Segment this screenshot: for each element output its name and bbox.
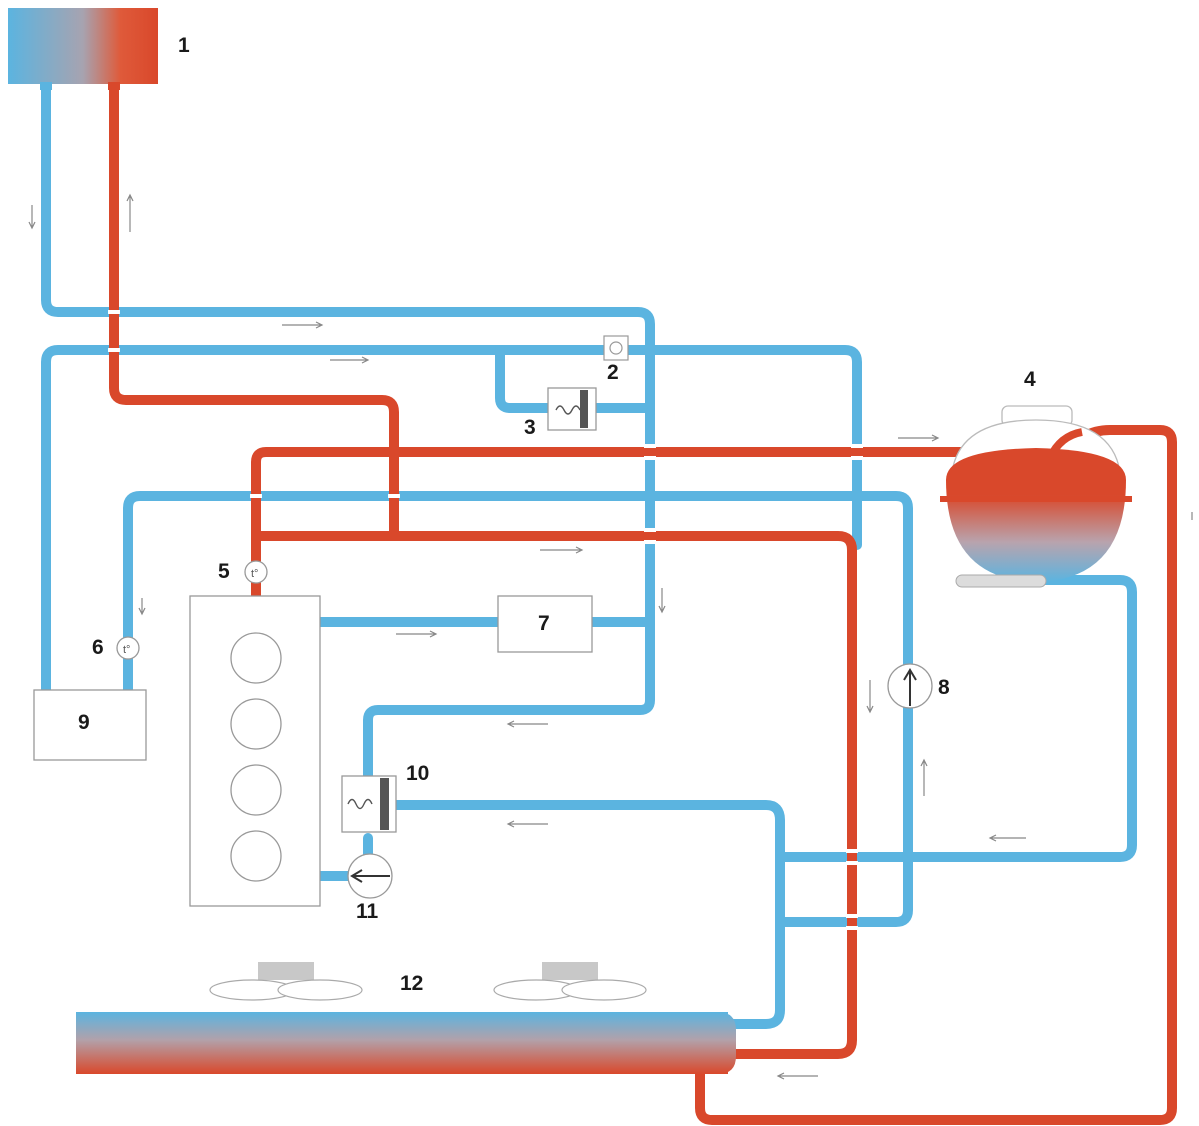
expansion-tank xyxy=(940,405,1132,588)
label-9: 9 xyxy=(78,711,90,734)
label-2: 2 xyxy=(607,361,619,384)
radiator-fans xyxy=(209,962,647,1001)
svg-text:t°: t° xyxy=(123,644,130,656)
label-10: 10 xyxy=(406,762,429,785)
svg-text:t°: t° xyxy=(251,568,258,580)
heater-core xyxy=(8,8,158,90)
label-5: 5 xyxy=(218,560,230,583)
label-6: 6 xyxy=(92,636,104,659)
check-valve xyxy=(603,335,629,361)
pipe-crossings xyxy=(108,310,914,930)
flow-arrows xyxy=(28,193,1193,1080)
label-11: 11 xyxy=(356,900,379,923)
unit-7 xyxy=(497,595,593,653)
electric-coolant-pump xyxy=(887,663,933,709)
label-7: 7 xyxy=(538,612,550,635)
radiator xyxy=(76,1012,736,1074)
mechanical-coolant-pump xyxy=(347,853,393,899)
label-8: 8 xyxy=(938,676,950,699)
coolant-pipes-hot xyxy=(109,80,1177,1125)
label-12: 12 xyxy=(400,972,423,995)
temperature-sensor-engine: t° xyxy=(244,560,268,584)
temperature-sensor-heater: t° xyxy=(116,636,140,660)
label-4: 4 xyxy=(1024,368,1036,391)
label-1: 1 xyxy=(178,34,190,57)
auxiliary-thermostat xyxy=(547,387,597,431)
unit-9 xyxy=(33,689,147,761)
engine-block xyxy=(189,595,321,907)
main-thermostat xyxy=(341,775,397,833)
coolant-pipes-cold xyxy=(41,80,1137,1029)
label-3: 3 xyxy=(524,416,536,439)
